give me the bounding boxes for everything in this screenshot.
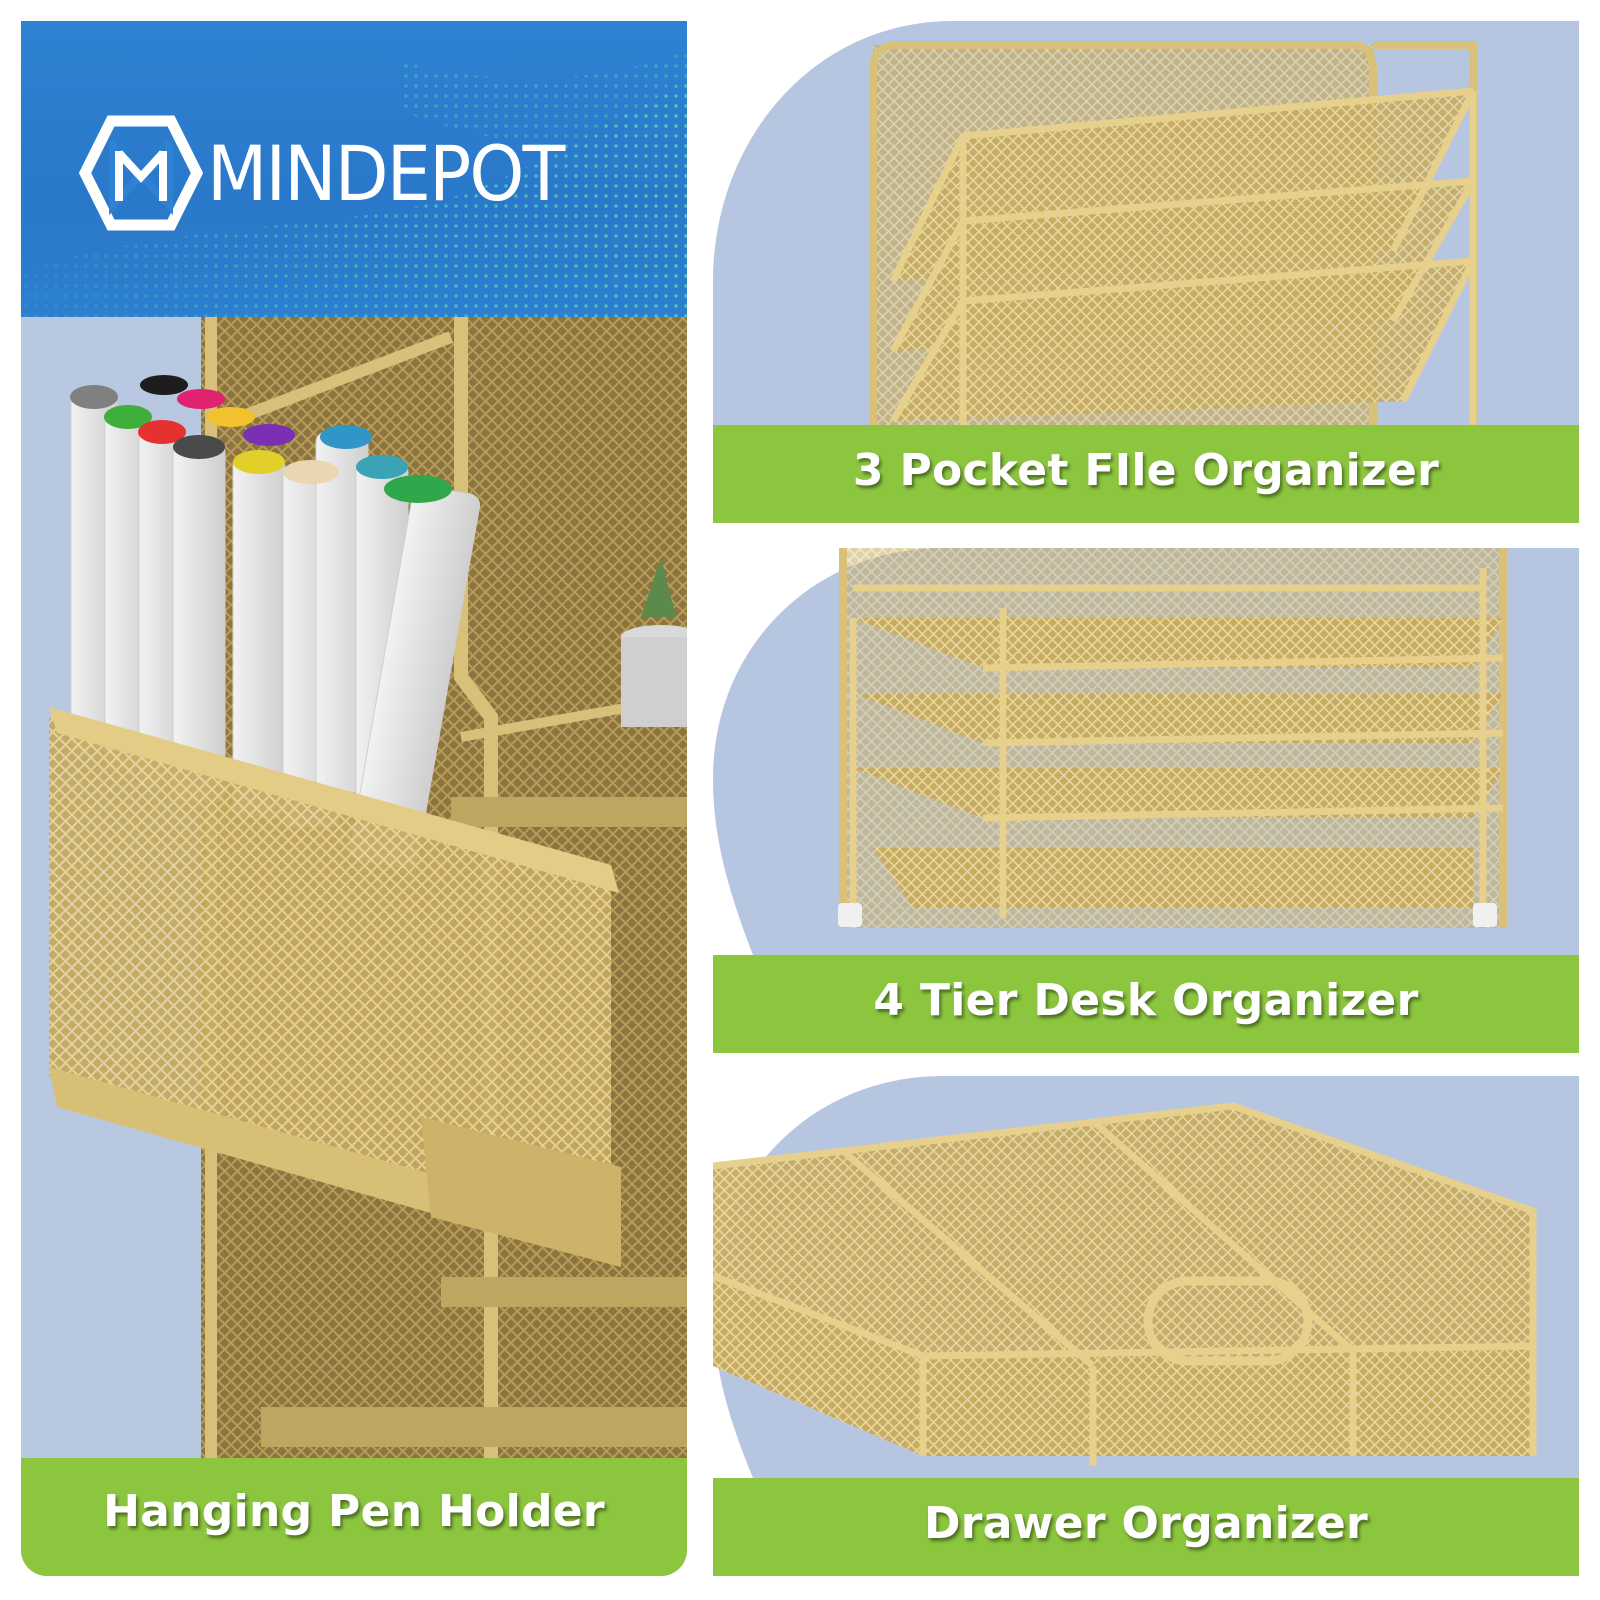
drawer-organizer-caption: Drawer Organizer: [923, 1498, 1369, 1549]
pen-holder-illustration: [21, 317, 687, 1489]
desk-organizer-illustration: [713, 548, 1579, 1053]
mindepot-logo-icon: [79, 115, 203, 231]
pen-holder-panel: MINDEPOT: [21, 21, 687, 1576]
drawer-organizer-illustration: [713, 1076, 1579, 1576]
file-organizer-caption: 3 Pocket FIle Organizer: [852, 445, 1440, 496]
drawer-organizer-caption-bar: Drawer Organizer: [713, 1478, 1579, 1576]
file-organizer-panel: 3 Pocket FIle Organizer: [713, 21, 1579, 523]
brand-name: MINDEPOT: [207, 129, 565, 218]
desk-organizer-caption: 4 Tier Desk Organizer: [873, 975, 1419, 1026]
desk-organizer-panel: 4 Tier Desk Organizer: [713, 548, 1579, 1053]
file-organizer-illustration: [713, 21, 1579, 523]
file-organizer-caption-bar: 3 Pocket FIle Organizer: [713, 425, 1579, 523]
brand-logo: MINDEPOT: [79, 109, 599, 239]
pen-holder-caption-bar: Hanging Pen Holder: [21, 1458, 687, 1576]
pen-holder-caption: Hanging Pen Holder: [103, 1486, 605, 1537]
drawer-organizer-panel: Drawer Organizer: [713, 1076, 1579, 1576]
desk-organizer-caption-bar: 4 Tier Desk Organizer: [713, 955, 1579, 1053]
brand-header: MINDEPOT: [21, 21, 687, 317]
